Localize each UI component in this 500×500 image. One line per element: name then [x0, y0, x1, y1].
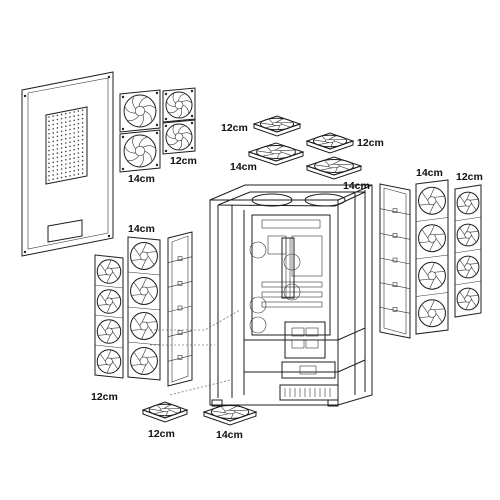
label-top-fan-b-12cm: 12cm	[357, 137, 384, 149]
left-fan-bracket	[167, 231, 193, 387]
vent-grille	[45, 106, 88, 185]
label-bottom-fan-12cm: 12cm	[148, 428, 175, 440]
bracket-rail-left	[167, 231, 193, 387]
fan-14cm-lower	[119, 129, 161, 173]
left-fan-column-14cm	[127, 236, 161, 381]
fan-14cm-upper	[119, 89, 161, 133]
label-top-fan-a-12cm: 12cm	[221, 122, 248, 134]
fan-column-14cm-right	[415, 179, 449, 335]
assembly-guides	[150, 309, 241, 396]
bracket-rail-right	[379, 183, 411, 339]
side-fans-12cm	[162, 87, 196, 155]
fan-column-12cm-right	[454, 184, 482, 318]
right-fan-bracket	[379, 183, 411, 339]
label-side-fans-12cm: 12cm	[170, 155, 197, 167]
right-fan-column-14cm	[415, 179, 449, 335]
fan-12cm-upper	[162, 87, 196, 123]
label-top-fan-b-14cm: 14cm	[343, 180, 370, 192]
side-fans-14cm	[119, 89, 161, 173]
top-fan-12cm-b	[305, 132, 355, 154]
label-right-column-12cm: 12cm	[456, 171, 483, 183]
fan-column-12cm-left	[94, 254, 124, 379]
label-bottom-fan-14cm: 14cm	[216, 429, 243, 441]
bottom-fan-12cm	[141, 401, 189, 423]
top-fan-14cm-b	[305, 156, 363, 180]
label-side-fans-14cm: 14cm	[128, 173, 155, 185]
fan-column-14cm-left	[127, 236, 161, 381]
top-fan-12cm-a	[252, 115, 302, 137]
label-right-column-14cm: 14cm	[416, 167, 443, 179]
left-fan-column-12cm	[94, 254, 124, 379]
label-left-column-12cm: 12cm	[91, 391, 118, 403]
fan-12cm-lower	[162, 119, 196, 155]
top-fan-14cm-a	[247, 142, 305, 166]
label-left-column-14cm: 14cm	[128, 223, 155, 235]
label-top-fan-a-14cm: 14cm	[230, 161, 257, 173]
side-panel	[21, 71, 114, 257]
chassis	[209, 184, 373, 407]
top-fans	[247, 115, 363, 180]
right-fan-column-12cm	[454, 184, 482, 318]
